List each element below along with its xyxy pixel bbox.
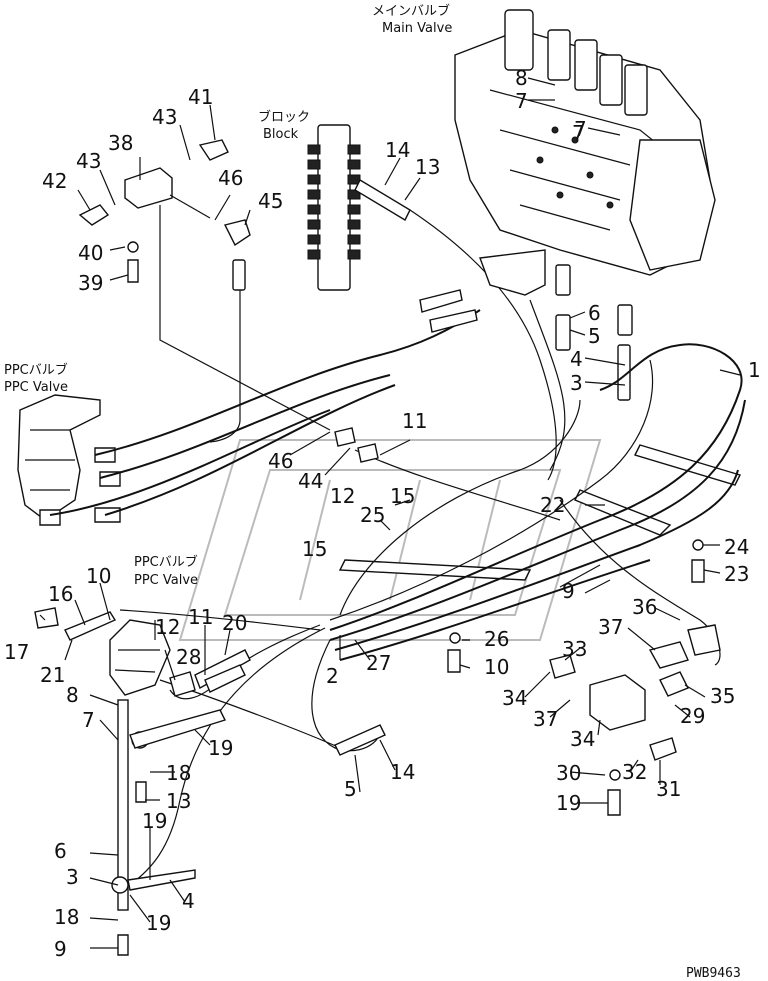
clamp-bracket — [338, 444, 741, 581]
callout: 10 — [86, 564, 111, 588]
main-valve-assembly — [454, 9, 716, 401]
callout: 13 — [415, 155, 440, 179]
callout: 2 — [326, 664, 339, 688]
callout: 19 — [208, 736, 233, 760]
callout: 42 — [42, 169, 67, 193]
callout: 6 — [588, 301, 601, 325]
callout: 29 — [680, 704, 705, 728]
callout: 12 — [330, 484, 355, 508]
ppc-valve-lower-label-en: PPC Valve — [134, 573, 198, 588]
hydraulic-hoses — [49, 194, 746, 886]
callout: 19 — [146, 911, 171, 935]
callout: 7 — [82, 708, 95, 732]
callout: 19 — [556, 791, 581, 815]
callout: 34 — [570, 727, 595, 751]
callout: 37 — [598, 615, 623, 639]
callout: 24 — [724, 535, 749, 559]
callout: 7 — [572, 121, 585, 145]
callout: 25 — [360, 503, 385, 527]
drawing-code: PWB9463 — [686, 966, 741, 981]
callout: 27 — [366, 651, 391, 675]
callout: 3 — [570, 371, 583, 395]
callout: 7 — [515, 89, 528, 113]
callout: 8 — [515, 66, 528, 90]
main-valve-label-en: Main Valve — [382, 21, 452, 36]
callout: 7 — [574, 117, 587, 141]
ppc-valve-upper-label-jp: PPCバルブ — [4, 362, 68, 378]
callout: 14 — [390, 760, 415, 784]
callout: 17 — [4, 640, 29, 664]
callout: 4 — [182, 889, 195, 913]
callout: 3 — [66, 865, 79, 889]
ppc-valve-lower — [34, 607, 251, 956]
callout: 14 — [385, 138, 410, 162]
callout: 43 — [76, 149, 101, 173]
callout: 22 — [540, 493, 565, 517]
callout: 38 — [108, 131, 133, 155]
callout: 15 — [390, 484, 415, 508]
block-manifold — [307, 124, 361, 291]
main-valve-label-jp: メインバルブ — [372, 3, 450, 19]
callout: 43 — [152, 105, 177, 129]
callout: 15 — [302, 537, 327, 561]
leader-lines — [39, 77, 741, 949]
callout: 30 — [556, 761, 581, 785]
callout: 1 — [748, 358, 761, 382]
junction-block-29 — [447, 539, 721, 816]
callout: 45 — [258, 189, 283, 213]
callout: 11 — [188, 605, 213, 629]
callout: 39 — [78, 271, 103, 295]
ppc-valve-upper — [17, 394, 121, 526]
callout: 21 — [40, 663, 65, 687]
callout: 6 — [54, 839, 67, 863]
callout: 33 — [562, 637, 587, 661]
callout: 26 — [484, 627, 509, 651]
mid-fittings — [204, 179, 546, 756]
ppc-valve-upper-label-en: PPC Valve — [4, 380, 68, 395]
callout: 37 — [533, 707, 558, 731]
callout: 9 — [562, 579, 575, 603]
callout: 5 — [344, 777, 357, 801]
callout: 34 — [502, 686, 527, 710]
callout: 31 — [656, 777, 681, 801]
callout: 4 — [570, 347, 583, 371]
callout: 41 — [188, 85, 213, 109]
callout: 32 — [622, 760, 647, 784]
block-label-en: Block — [263, 127, 299, 142]
callout: 18 — [54, 905, 79, 929]
callout: 18 — [166, 761, 191, 785]
callout: 9 — [54, 937, 67, 961]
block-label-jp: ブロック — [258, 109, 310, 125]
callout: 40 — [78, 241, 103, 265]
callout: 46 — [268, 449, 293, 473]
callout: 28 — [176, 645, 201, 669]
callout: 11 — [402, 409, 427, 433]
callout: 16 — [48, 582, 73, 606]
callout: 12 — [155, 615, 180, 639]
callout: 20 — [222, 611, 247, 635]
callout: 44 — [298, 469, 323, 493]
callout: 5 — [588, 324, 601, 348]
callout: 46 — [218, 166, 243, 190]
callout: 19 — [142, 809, 167, 833]
callout: 10 — [484, 655, 509, 679]
callout: 36 — [632, 595, 657, 619]
callout-numbers: 41 43 38 43 42 46 45 40 39 14 13 8 7 7 7… — [4, 66, 761, 961]
callout: 8 — [66, 683, 79, 707]
callout: 23 — [724, 562, 749, 586]
ppc-valve-lower-label-jp: PPCバルブ — [134, 554, 198, 570]
callout: 35 — [710, 684, 735, 708]
diagram-labels: メインバルブ Main Valve ブロック Block PPCバルブ PPC … — [4, 3, 741, 981]
junction-block-38 — [78, 139, 251, 291]
watermark-emblem — [178, 439, 602, 641]
callout: 13 — [166, 789, 191, 813]
